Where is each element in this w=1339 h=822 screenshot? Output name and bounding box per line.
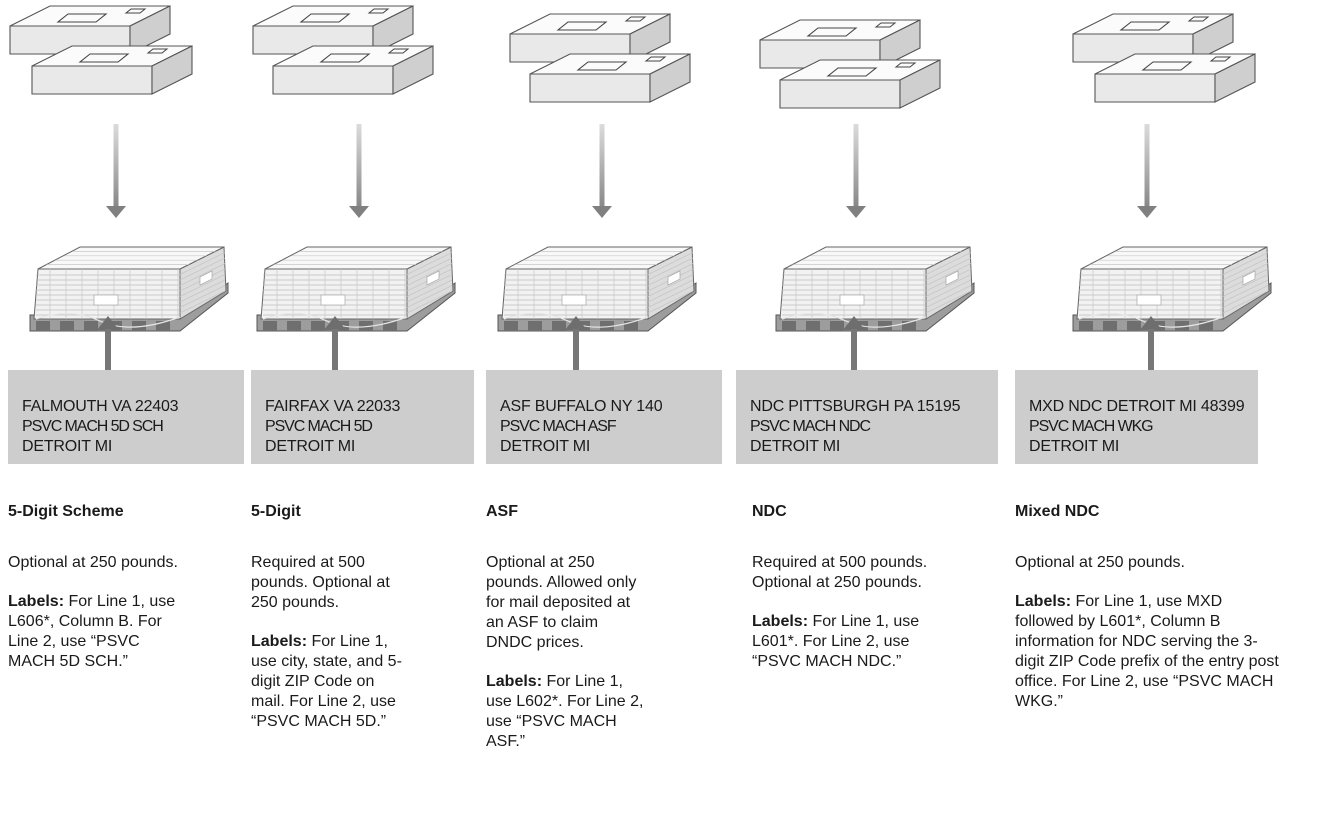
column-heading: 5-Digit Scheme (8, 503, 124, 520)
mail-sack-front (529, 53, 691, 103)
requirement-text: Required at 500 pounds. Optional at 250 … (752, 554, 928, 591)
down-arrow (853, 124, 859, 207)
labels-title: Labels: (1015, 593, 1072, 610)
down-arrow (599, 124, 605, 207)
labels-title: Labels: (752, 613, 809, 630)
up-arrow (851, 329, 857, 370)
labels-paragraph: Labels: For Line 1, use L606*, Column B.… (8, 592, 183, 672)
down-arrow (113, 124, 119, 207)
sack-to-pallet-illustration (9, 5, 229, 370)
pallet (29, 246, 229, 332)
label-line-3: DETROIT MI (265, 438, 356, 455)
sack-to-pallet-illustration (252, 5, 456, 370)
label-line-3: DETROIT MI (500, 438, 591, 455)
mail-sack-front (779, 59, 941, 109)
sack-to-pallet-illustration (497, 13, 697, 370)
label-line-3: DETROIT MI (22, 438, 113, 455)
column-heading: Mixed NDC (1015, 503, 1100, 520)
label-line-2: PSVC MACH 5D SCH (22, 418, 164, 435)
label-line-3: DETROIT MI (750, 438, 841, 455)
column-description: Optional at 250 pounds. Labels: For Line… (8, 553, 183, 691)
label-line-3: DETROIT MI (1029, 438, 1120, 455)
labels-text: For Line 1, use L602*. For Line 2, use “… (486, 673, 644, 750)
labels-title: Labels: (486, 673, 543, 690)
label-line-1: ASF BUFFALO NY 140 (500, 398, 663, 415)
up-arrow (332, 329, 338, 370)
up-arrow-head (565, 316, 587, 330)
up-arrow (1148, 329, 1154, 370)
labels-text: For Line 1, use L606*, Column B. For Lin… (8, 593, 176, 670)
column-ndc: NDC PITTSBURGH PA 15195 PSVC MACH NDC DE… (736, 0, 998, 822)
label-line-1: FAIRFAX VA 22033 (265, 398, 401, 415)
column-description: Optional at 250 pounds. Allowed only for… (486, 553, 648, 771)
requirement-text: Optional at 250 pounds. Allowed only for… (486, 554, 637, 651)
column-asf: ASF BUFFALO NY 140 PSVC MACH ASF DETROIT… (486, 0, 722, 822)
label-line-2: PSVC MACH ASF (500, 418, 617, 435)
mail-sack-front (272, 45, 434, 95)
label-line-2: PSVC MACH WKG (1029, 418, 1154, 435)
labels-paragraph: Labels: For Line 1, use L601*. For Line … (752, 612, 952, 672)
up-arrow-head (1140, 316, 1162, 330)
pallet-label: FALMOUTH VA 22403 PSVC MACH 5D SCH DETRO… (8, 370, 244, 464)
up-arrow (573, 329, 579, 370)
requirement-text: Required at 500 pounds. Optional at 250 … (251, 554, 390, 611)
label-line-1: MXD NDC DETROIT MI 48399 (1029, 398, 1245, 415)
up-arrow-head (324, 316, 346, 330)
requirement-text: Optional at 250 pounds. (1015, 554, 1185, 571)
labels-title: Labels: (251, 633, 308, 650)
column-5-digit-scheme: FALMOUTH VA 22403 PSVC MACH 5D SCH DETRO… (8, 0, 244, 822)
sack-to-pallet-illustration (759, 19, 975, 370)
pallet (256, 246, 456, 332)
column-mixed-ndc: MXD NDC DETROIT MI 48399 PSVC MACH WKG D… (1015, 0, 1279, 822)
down-arrow-head (592, 206, 612, 218)
label-line-1: FALMOUTH VA 22403 (22, 398, 179, 415)
label-line-2: PSVC MACH NDC (750, 418, 871, 435)
down-arrow-head (1137, 206, 1157, 218)
pallet-label: NDC PITTSBURGH PA 15195 PSVC MACH NDC DE… (736, 370, 998, 464)
labels-text: For Line 1, use L601*. For Line 2, use “… (752, 613, 920, 670)
down-arrow-head (106, 206, 126, 218)
pallet (497, 246, 697, 332)
column-description: Required at 500 pounds. Optional at 250 … (251, 553, 411, 751)
pallet-label: FAIRFAX VA 22033 PSVC MACH 5D DETROIT MI (251, 370, 474, 464)
label-line-1: NDC PITTSBURGH PA 15195 (750, 398, 961, 415)
pallet-label: ASF BUFFALO NY 140 PSVC MACH ASF DETROIT… (486, 370, 722, 464)
down-arrow-head (349, 206, 369, 218)
column-5-digit: FAIRFAX VA 22033 PSVC MACH 5D DETROIT MI… (251, 0, 487, 822)
pallet (1072, 246, 1272, 332)
column-description: Optional at 250 pounds. Labels: For Line… (1015, 553, 1283, 731)
labels-paragraph: Labels: For Line 1, use L602*. For Line … (486, 672, 648, 752)
labels-paragraph: Labels: For Line 1, use MXD followed by … (1015, 592, 1283, 712)
column-heading: ASF (486, 503, 518, 520)
labels-text: For Line 1, use city, state, and 5-digit… (251, 633, 402, 730)
down-arrow (356, 124, 362, 207)
pallet (775, 246, 975, 332)
mail-sack-front (1094, 53, 1256, 103)
down-arrow (1144, 124, 1150, 207)
column-heading: 5-Digit (251, 503, 301, 520)
up-arrow-head (843, 316, 865, 330)
labels-text: For Line 1, use MXD followed by L601*, C… (1015, 593, 1279, 710)
down-arrow-head (846, 206, 866, 218)
labels-paragraph: Labels: For Line 1, use city, state, and… (251, 632, 411, 732)
column-heading: NDC (752, 503, 787, 520)
mail-sack-front (31, 45, 193, 95)
label-line-2: PSVC MACH 5D (265, 418, 373, 435)
requirement-text: Optional at 250 pounds. (8, 554, 178, 571)
column-description: Required at 500 pounds. Optional at 250 … (752, 553, 952, 691)
pallet-label: MXD NDC DETROIT MI 48399 PSVC MACH WKG D… (1015, 370, 1258, 464)
sack-to-pallet-illustration (1072, 13, 1272, 370)
up-arrow (105, 329, 111, 370)
labels-title: Labels: (8, 593, 65, 610)
up-arrow-head (97, 316, 119, 330)
